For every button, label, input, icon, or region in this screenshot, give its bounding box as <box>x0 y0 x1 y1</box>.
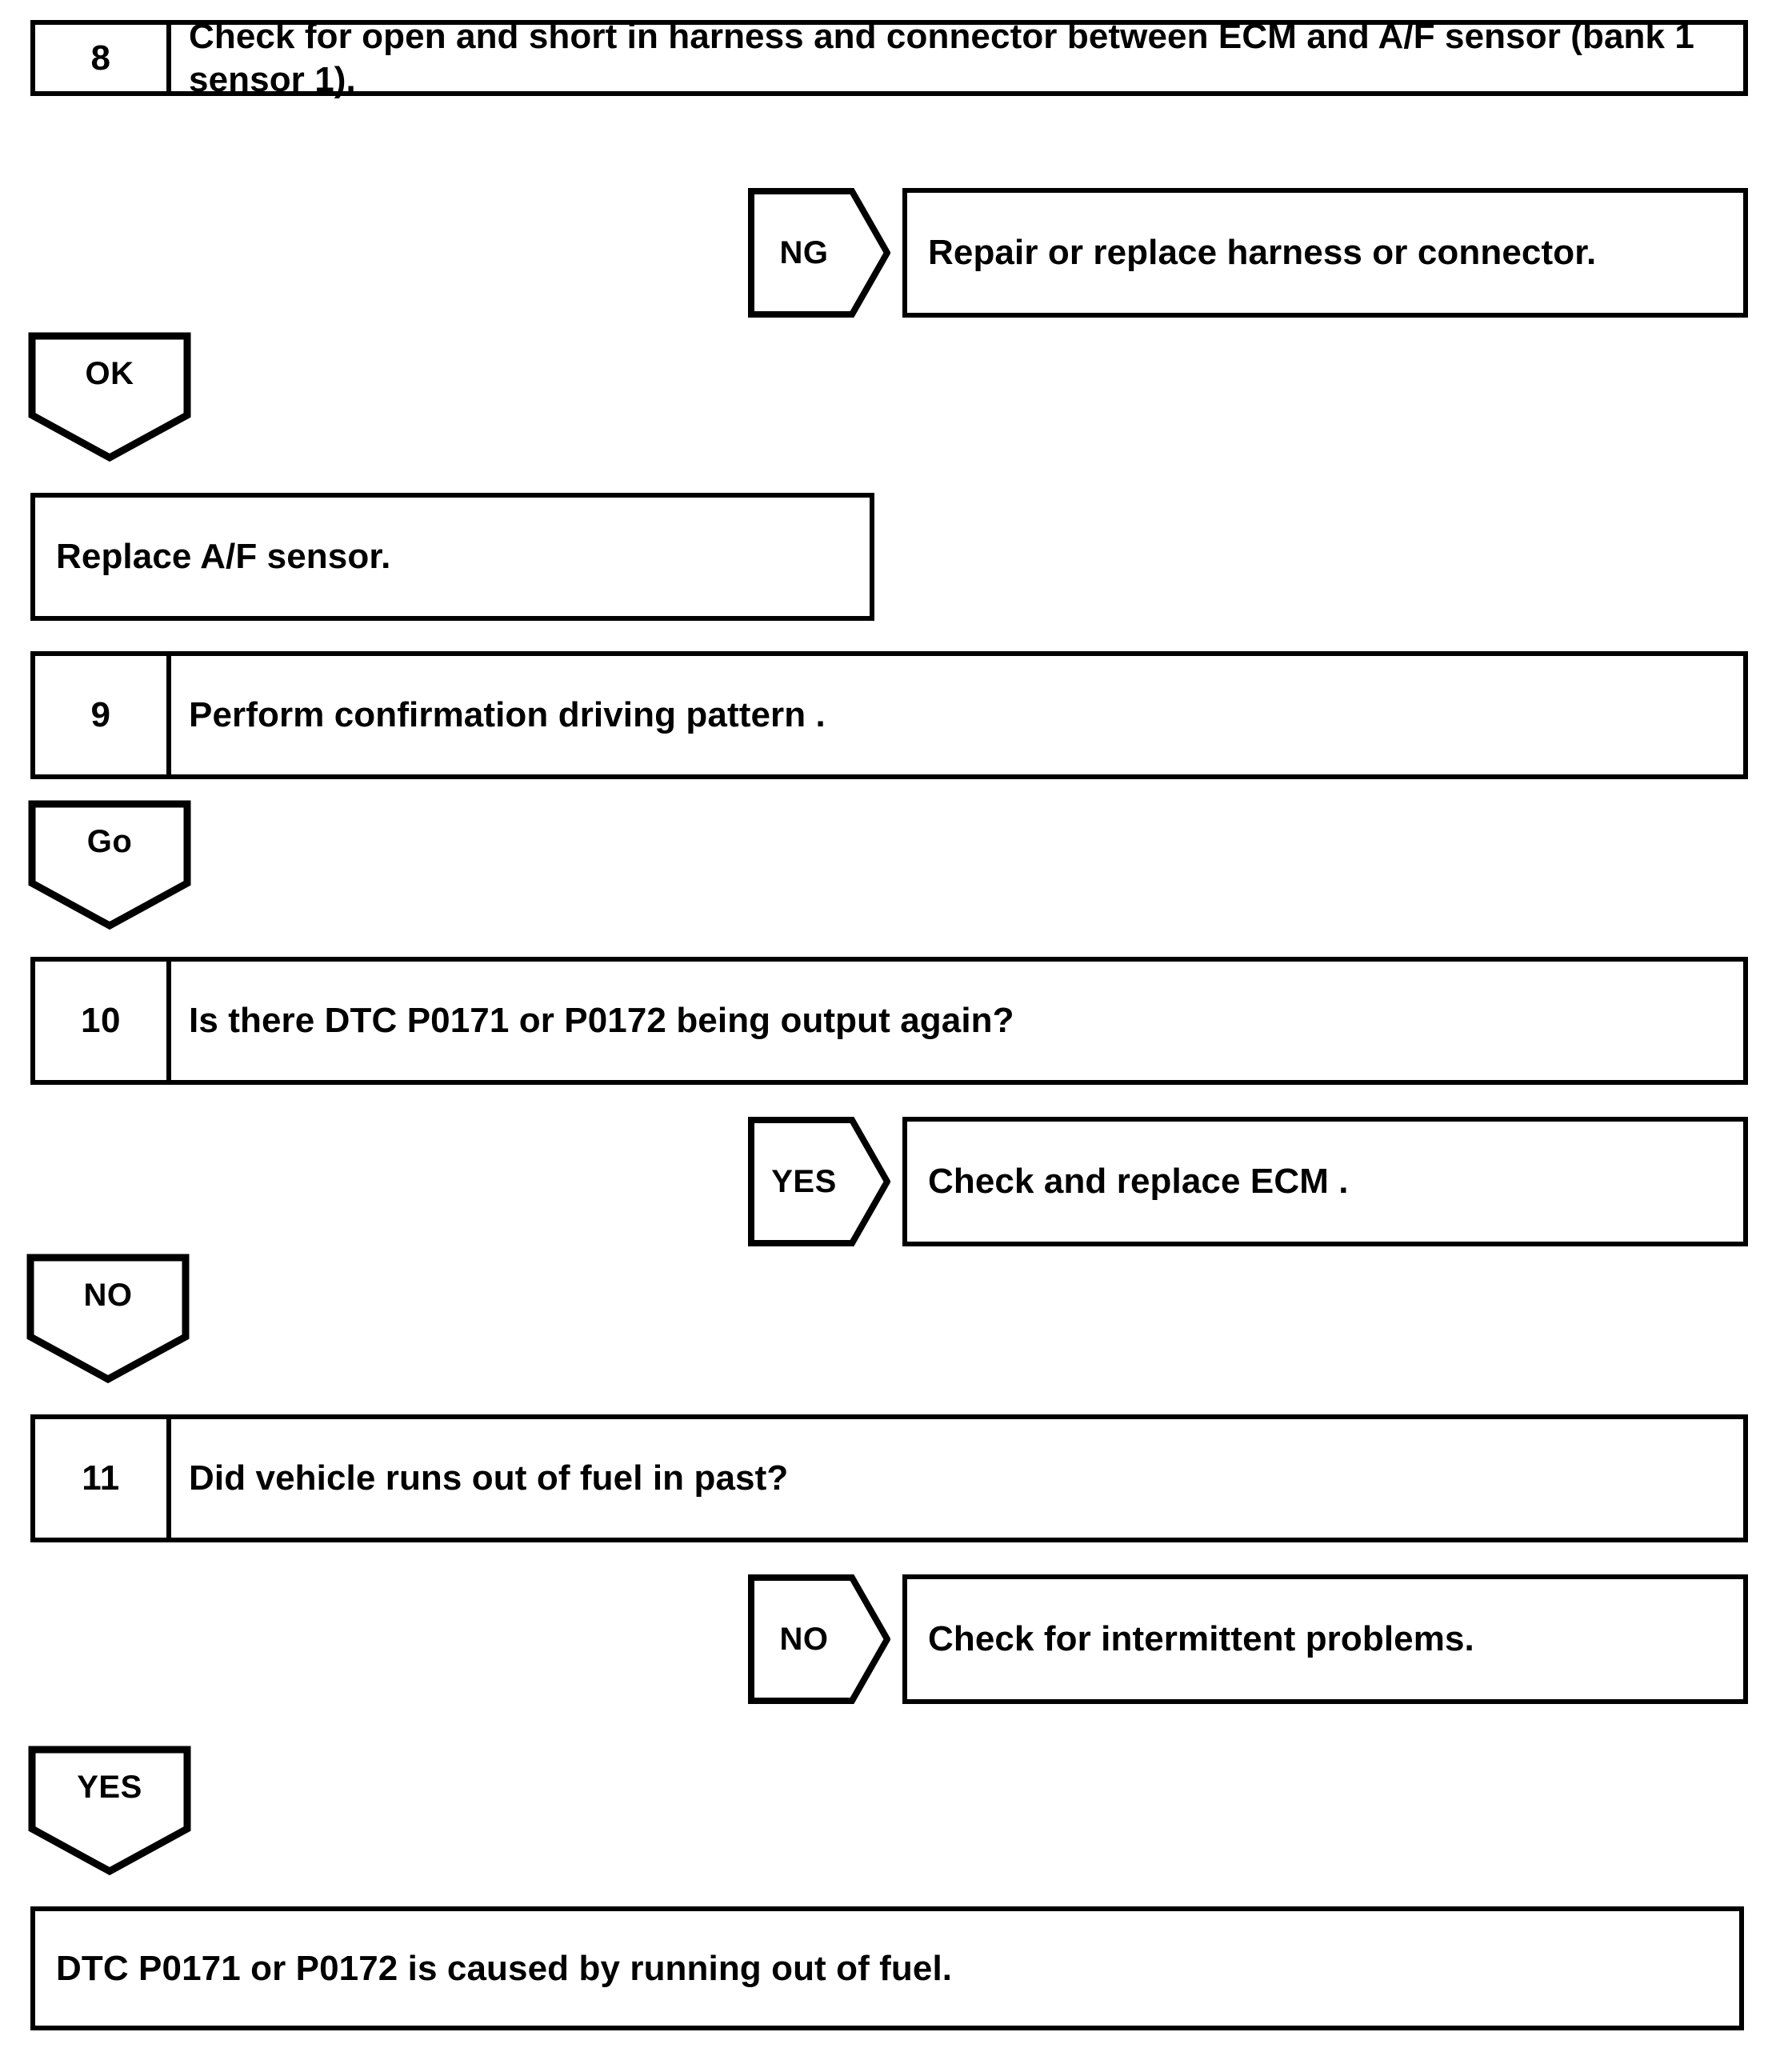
branch-arrow-label-no-step11: NO <box>779 1621 829 1657</box>
action-box-text: Replace A/F sensor. <box>56 537 391 576</box>
step-text-8: Check for open and short in harness and … <box>189 16 1694 99</box>
branch-arrow-label-ng-step8: NG <box>779 234 829 270</box>
continue-arrow-label-no-step10: NO <box>83 1277 133 1313</box>
conclusion-box[interactable]: DTC P0171 or P0172 is caused by running … <box>30 1906 1744 2030</box>
continue-arrow-yes-step11: YES <box>28 1746 191 1875</box>
continue-arrow-go-step9: Go <box>28 800 191 930</box>
step-text-9: Perform confirmation driving pattern . <box>189 695 826 735</box>
branch-result-text-step10: Check and replace ECM . <box>928 1162 1349 1201</box>
step-box-10[interactable]: 10 Is there DTC P0171 or P0172 being out… <box>30 957 1748 1085</box>
continue-arrow-ok-step8: OK <box>28 332 191 462</box>
step-number-11: 11 <box>35 1419 171 1538</box>
branch-result-text-step8: Repair or replace harness or connector. <box>928 233 1597 272</box>
continue-arrow-label-ok-step8: OK <box>85 355 134 391</box>
branch-result-text-step11: Check for intermittent problems. <box>928 1619 1474 1658</box>
continue-arrow-no-step10: NO <box>26 1254 190 1383</box>
branch-arrow-ng-step8: NG <box>748 188 890 318</box>
action-box-replace-sensor[interactable]: Replace A/F sensor. <box>30 493 874 621</box>
step-box-9[interactable]: 9 Perform confirmation driving pattern . <box>30 651 1748 779</box>
branch-arrow-no-step11: NO <box>748 1574 890 1704</box>
branch-arrow-yes-step10: YES <box>748 1117 890 1246</box>
step-box-11[interactable]: 11 Did vehicle runs out of fuel in past? <box>30 1414 1748 1542</box>
step-text-11: Did vehicle runs out of fuel in past? <box>189 1458 789 1498</box>
branch-result-box-step8[interactable]: Repair or replace harness or connector. <box>902 188 1748 318</box>
conclusion-text: DTC P0171 or P0172 is caused by running … <box>56 1948 953 1988</box>
continue-arrow-label-go-step9: Go <box>86 823 133 859</box>
step-number-9: 9 <box>35 656 171 774</box>
step-number-8: 8 <box>35 25 171 91</box>
step-box-8[interactable]: 8 Check for open and short in harness an… <box>30 16 1748 99</box>
step-number-10: 10 <box>35 962 171 1080</box>
branch-result-box-step10[interactable]: Check and replace ECM . <box>902 1117 1748 1246</box>
continue-arrow-label-yes-step11: YES <box>77 1769 142 1805</box>
branch-result-box-step11[interactable]: Check for intermittent problems. <box>902 1574 1748 1704</box>
step-text-10: Is there DTC P0171 or P0172 being output… <box>189 1001 1014 1041</box>
branch-arrow-label-yes-step10: YES <box>771 1163 837 1199</box>
